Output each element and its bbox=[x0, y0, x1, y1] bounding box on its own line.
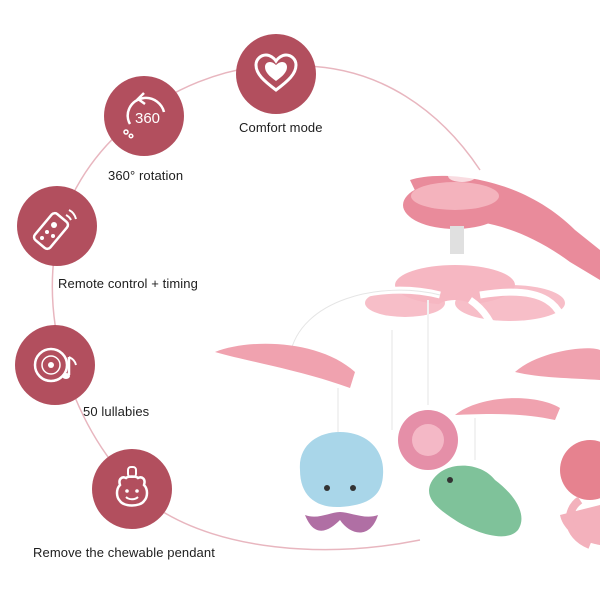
jellyfish-toy bbox=[299, 432, 384, 508]
umbrella-left bbox=[215, 343, 355, 388]
remote-control-badge bbox=[17, 186, 97, 266]
rotation-label: 360° rotation bbox=[108, 168, 184, 183]
comfort-mode-badge bbox=[236, 34, 316, 114]
rotation-360-text: 360 bbox=[135, 110, 160, 127]
chewable-pendant-label: Remove the chewable pendant bbox=[33, 545, 215, 560]
music-disc-icon bbox=[33, 347, 77, 383]
remote-control-icon bbox=[32, 209, 77, 251]
lullabies-label: 50 lullabies bbox=[83, 404, 150, 419]
rotation-badge: 360 bbox=[104, 76, 184, 156]
monkey-toy bbox=[560, 440, 600, 500]
comfort-mode-label: Comfort mode bbox=[239, 120, 323, 135]
lullabies-badge bbox=[15, 325, 95, 405]
dinosaur-toy bbox=[429, 465, 522, 537]
remote-control-label: Remote control + timing bbox=[58, 276, 198, 291]
rotation-360-icon: 360 bbox=[123, 92, 166, 139]
heart-icon bbox=[254, 53, 298, 92]
chewable-pendant-badge bbox=[92, 449, 172, 529]
chewable-pendant-icon bbox=[115, 466, 149, 507]
